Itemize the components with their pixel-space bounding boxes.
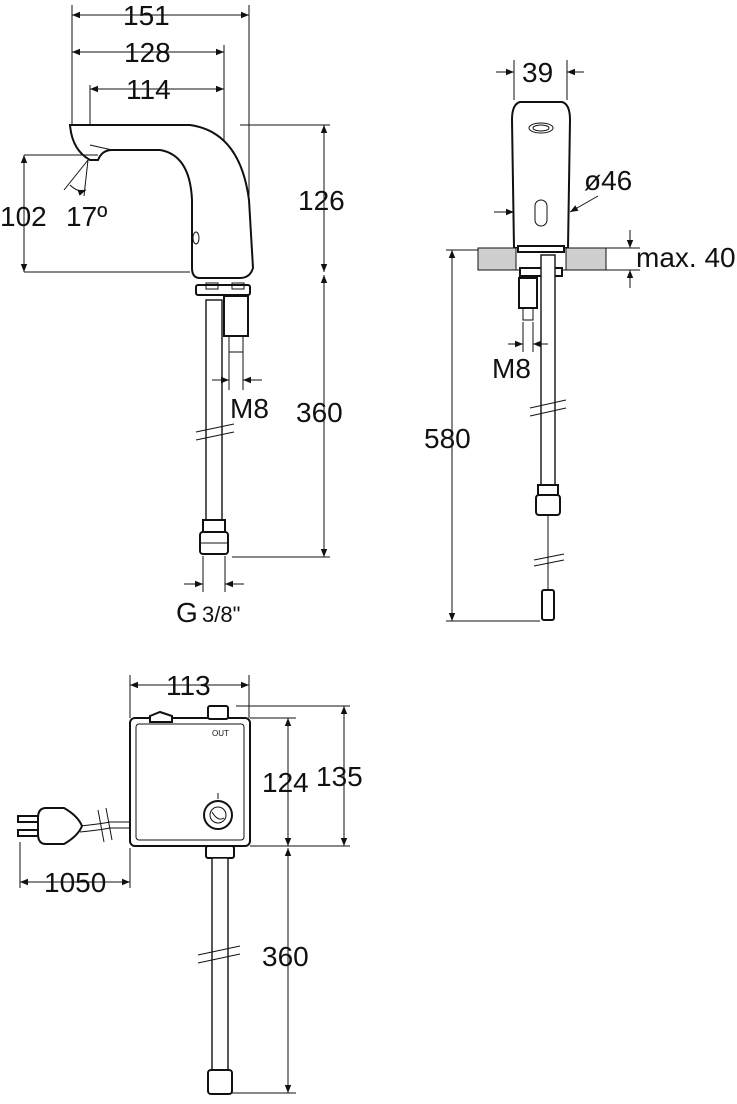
dim-overall-length: 151 [123,0,170,31]
dim-hose-thread-fraction: 3/8" [202,602,240,627]
dim-box-height-outer: 135 [316,761,363,792]
front-hose [540,254,556,486]
dim-angle: 17º [66,201,107,232]
dim-hose-thread-main: G [176,597,198,628]
dim-front-stud-thread: M8 [492,353,531,384]
dim-stud-thread: M8 [230,393,269,424]
dim-reach-128: 128 [124,37,171,68]
dim-deck-thickness: max. 40 [636,242,736,273]
dim-box-hose-length: 360 [262,941,309,972]
control-box-view: 113 OUT 1050 124 [17,670,363,1095]
faucet-side-view: 151 128 114 102 17º [0,0,345,628]
box-hose [211,857,229,1071]
dim-height-102: 102 [0,201,47,232]
power-cable [79,821,130,827]
faucet-spout [68,124,255,279]
dim-cable-length: 1050 [44,867,106,898]
knob-icon [203,800,233,830]
faucet-front-view: 39 ø46 max. 40 [424,57,736,622]
dim-body-height: 126 [298,185,345,216]
dim-box-height-inner: 124 [262,767,309,798]
dim-reach-114: 114 [126,74,171,105]
faucet-hose [205,299,223,521]
control-box [129,717,251,847]
port-label: OUT [212,729,229,738]
dim-total-height: 580 [424,423,471,454]
dim-front-width: 39 [522,57,553,88]
dim-front-diameter: ø46 [584,165,632,196]
plug-icon [37,807,84,845]
dim-hose-length: 360 [296,397,343,428]
dim-box-width: 113 [166,670,211,701]
